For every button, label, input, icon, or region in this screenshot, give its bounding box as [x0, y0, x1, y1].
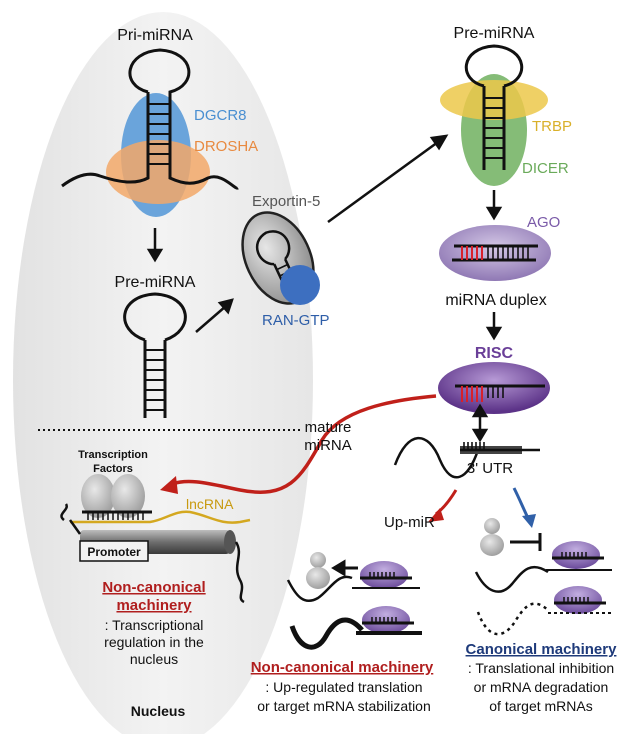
trbp-protein — [440, 80, 548, 120]
target-mrna: 3' UTR — [393, 436, 540, 479]
ribosome-grey-large-c — [480, 534, 504, 556]
caption-nn-title-2: machinery — [116, 597, 192, 614]
pri-mirna-complex: Pri-miRNA DGCR8 DROSHA — [61, 27, 258, 217]
arrow-export — [327, 134, 449, 224]
pri-mirna-hairpin — [128, 48, 240, 190]
mirna-duplex-label: miRNA duplex — [445, 292, 546, 309]
utr-label: 3' UTR — [467, 460, 513, 477]
ago-protein — [439, 225, 551, 281]
caption-noncanonical-cyto: Non-canonical machinery : Up-regulated t… — [251, 659, 434, 714]
arrow-up-mir: Up-miR — [384, 489, 458, 531]
dgcr8-label: DGCR8 — [194, 107, 247, 124]
arrow-cleavage — [146, 228, 164, 263]
tf-label-2: Factors — [93, 463, 133, 475]
inhibit-symbol — [510, 533, 542, 551]
ran-gtp-label: RAN-GTP — [262, 312, 330, 329]
exportin5-label: Exportin-5 — [252, 193, 320, 210]
caption-nc-line-2: or target mRNA stabilization — [257, 698, 431, 714]
ribosome-grey-large — [306, 567, 330, 589]
caption-c-title: Canonical machinery — [466, 641, 618, 658]
caption-nn-title-1: Non-canonical — [102, 579, 205, 596]
caption-c-line-3: of target mRNAs — [489, 698, 592, 714]
risc-label: RISC — [475, 345, 514, 362]
tf-protein-2 — [111, 474, 145, 518]
caption-nc-title: Non-canonical machinery — [251, 659, 434, 676]
pre-mirna-nucleus-label: Pre-miRNA — [115, 274, 196, 291]
up-mir-label: Up-miR — [384, 514, 435, 531]
arrow-mature-mirna: mature miRNA — [160, 394, 437, 494]
dicer-label: DICER — [522, 160, 569, 177]
ribosome-grey-small-c — [484, 518, 500, 534]
arrow-binding — [471, 403, 489, 443]
risc-small-3 — [552, 541, 600, 569]
ago-label: AGO — [527, 214, 560, 231]
risc-protein — [438, 362, 550, 414]
lncrna-strand — [70, 510, 251, 524]
dicer-complex: Pre-miRNA TRBP DICER — [440, 25, 572, 186]
caption-nc-line-1: : Up-regulated translation — [265, 679, 422, 695]
ribosome-grey-small — [310, 552, 326, 568]
arrow-canonical — [512, 487, 536, 528]
pre-mirna-cyto-label: Pre-miRNA — [454, 25, 535, 42]
tf-protein-1 — [81, 474, 115, 518]
mature-mirna-label-2: miRNA — [304, 437, 352, 454]
lncrna-label: lncRNA — [186, 496, 234, 512]
pri-mirna-stem-rungs — [148, 103, 170, 165]
trbp-label: TRBP — [532, 118, 572, 135]
arrow-recruit — [331, 559, 358, 577]
nucleus-label: Nucleus — [131, 703, 186, 719]
upregulated-translation — [286, 552, 422, 650]
ran-gtp-protein — [280, 265, 320, 305]
risc-small-2 — [362, 606, 410, 634]
caption-noncanonical-nuclear: Non-canonical machinery : Transcriptiona… — [102, 579, 205, 667]
pre-mirna-nucleus: Pre-miRNA — [115, 274, 196, 418]
arrow-to-ago — [485, 190, 503, 221]
promoter-label: Promoter — [87, 545, 141, 559]
risc-complex: RISC — [438, 345, 550, 414]
mature-mirna-label-1: mature — [305, 419, 352, 436]
ago-complex: AGO miRNA duplex — [439, 214, 560, 309]
pri-mirna-label: Pri-miRNA — [117, 27, 193, 44]
exportin5-complex: Exportin-5 RAN-GTP — [241, 193, 330, 329]
tf-label-1: Transcription — [78, 449, 148, 461]
caption-canonical: Canonical machinery : Translational inhi… — [466, 641, 618, 714]
nuclear-regulation: Transcription Factors lncRNA Promoter — [60, 449, 251, 604]
caption-nn-line-1: : Transcriptional — [105, 617, 204, 633]
caption-nn-line-3: nucleus — [130, 651, 178, 667]
risc-small-1 — [360, 561, 408, 589]
arrow-to-exportin — [195, 298, 234, 333]
drosha-label: DROSHA — [194, 138, 258, 155]
risc-small-4 — [554, 586, 602, 614]
caption-c-line-1: : Translational inhibition — [468, 660, 614, 676]
caption-nn-line-2: regulation in the — [104, 634, 204, 650]
translational-inhibition — [474, 518, 614, 636]
promoter-box — [79, 540, 149, 562]
caption-c-line-2: or mRNA degradation — [474, 679, 609, 695]
arrow-to-risc — [485, 312, 503, 341]
drosha-protein — [106, 140, 210, 204]
